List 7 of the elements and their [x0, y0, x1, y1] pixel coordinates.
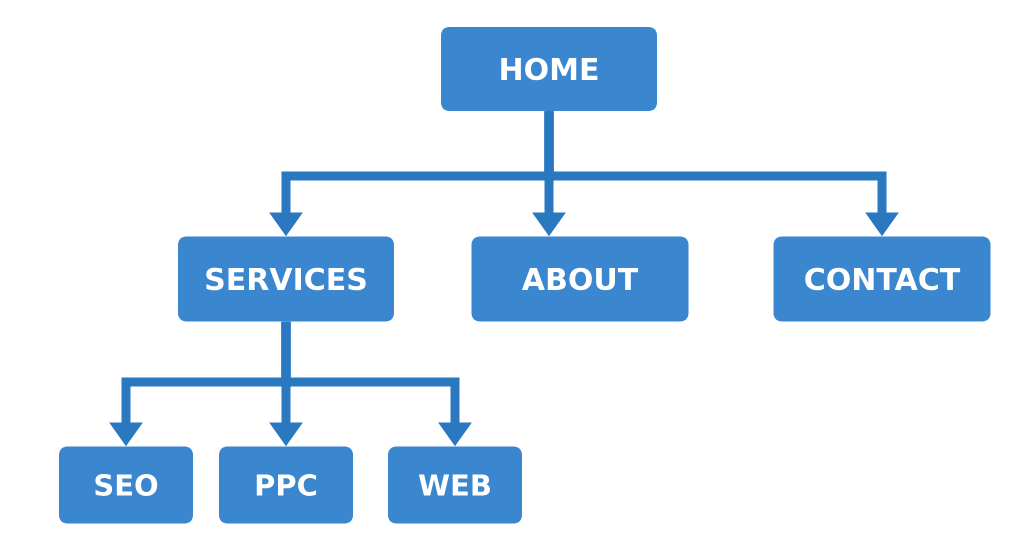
- page-box: SEO: [59, 446, 193, 524]
- page-box: HOME: [441, 27, 657, 111]
- page-box: PPC: [219, 446, 353, 524]
- page-box: WEB: [388, 446, 522, 524]
- page-box: SERVICES: [178, 236, 394, 322]
- page-box: ABOUT: [471, 236, 689, 322]
- page-box: CONTACT: [773, 236, 991, 322]
